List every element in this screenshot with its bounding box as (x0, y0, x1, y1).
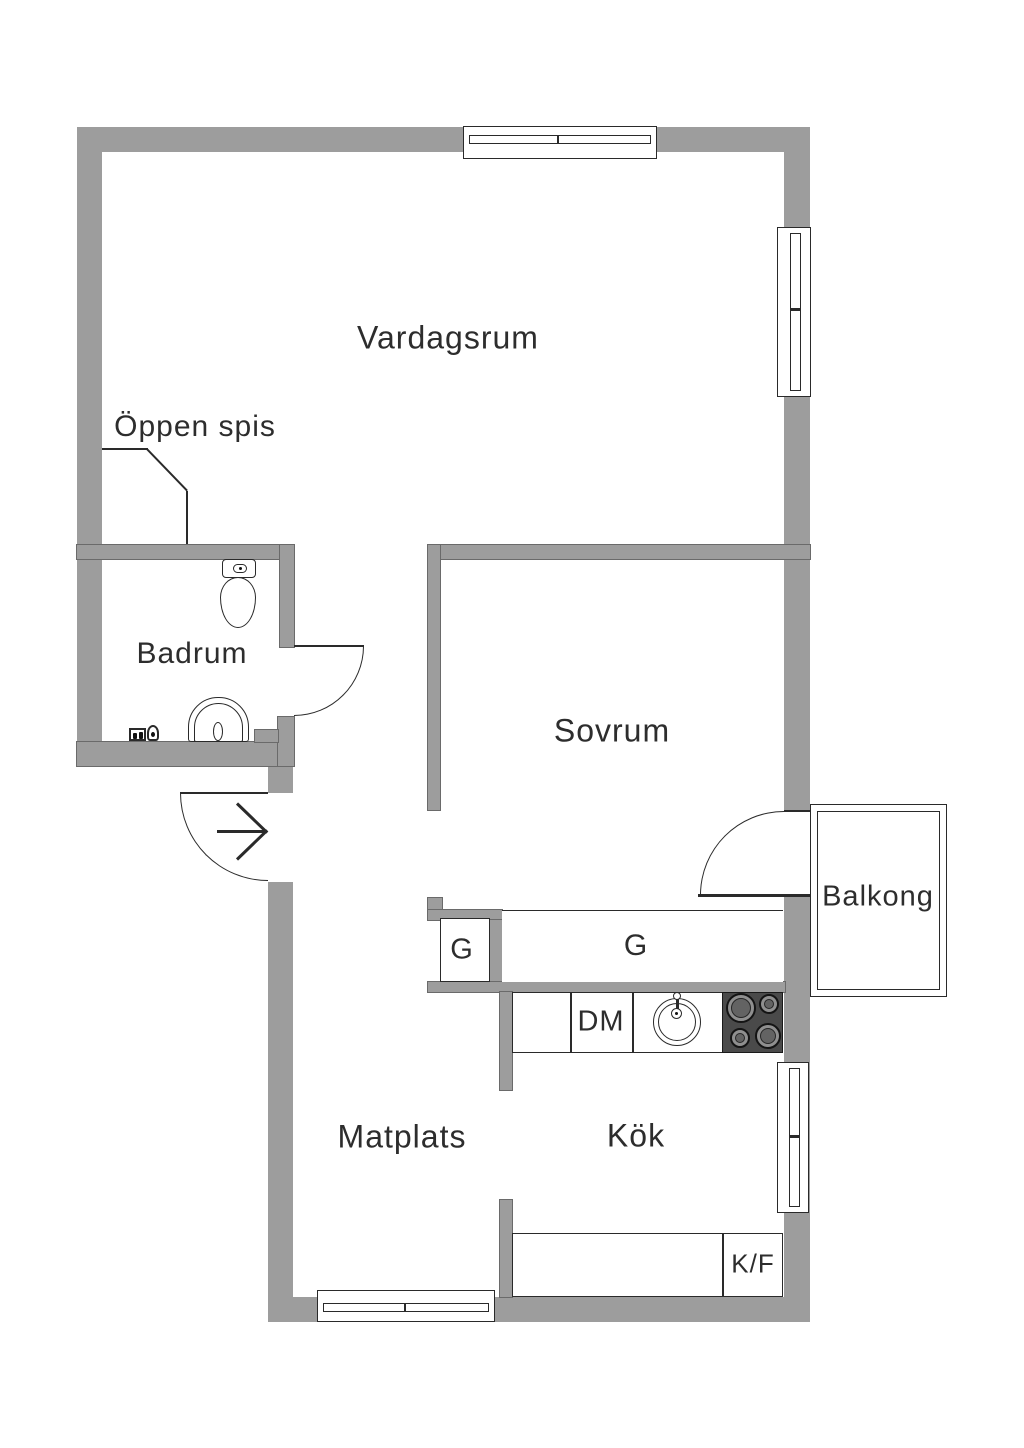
wall-kitchen-stub-upper (500, 992, 512, 1090)
fireplace-icon (102, 448, 148, 450)
kitchen-tap-pipe (676, 996, 679, 1014)
wall-closet-divider (490, 920, 502, 982)
counter-divider (722, 1234, 724, 1296)
stove-burner (755, 1023, 781, 1049)
entry-arrow-icon (217, 830, 265, 833)
room-label-balcony: Balkong (822, 880, 934, 913)
toilet-bowl (220, 577, 256, 628)
window-divider (789, 1135, 800, 1138)
wardrobe-hall (440, 918, 490, 982)
counter-divider (570, 993, 572, 1052)
wall-bathroom-bottom (77, 742, 294, 766)
fixture-label-fridge-freezer: K/F (731, 1248, 775, 1279)
window-sash (469, 135, 651, 144)
bathroom-sink-inner (194, 703, 243, 742)
wall-closet-bottom (428, 982, 785, 992)
wall-bathroom-top (77, 545, 294, 559)
room-label-dining: Matplats (337, 1118, 467, 1155)
counter-divider (632, 993, 634, 1052)
kitchen-tap-base (671, 1008, 682, 1019)
stove-burner (730, 1028, 750, 1048)
fireplace-side (186, 491, 188, 544)
fixture-label-wardrobe-hall: G (450, 933, 474, 966)
toilet-flush-button (233, 564, 247, 573)
fixture-label-dishwasher: DM (577, 1005, 625, 1038)
window-sash (790, 233, 801, 391)
kitchen-counter-lower (512, 1233, 783, 1297)
kitchen-tap-top (673, 992, 681, 1000)
wall-top (77, 127, 810, 152)
entry-door-opening (268, 793, 293, 882)
stove-burner (759, 994, 779, 1014)
door-swing-icon (700, 811, 784, 895)
wall-dining-kitchen (500, 1200, 512, 1297)
balcony-door-opening (784, 812, 810, 895)
wall-left-upper (77, 127, 102, 766)
window-divider (557, 135, 559, 144)
fireplace-diagonal (146, 448, 188, 491)
balcony-door-jamb (784, 810, 810, 812)
window-divider (404, 1303, 406, 1312)
window-sash (789, 1068, 800, 1207)
window-sash (323, 1303, 489, 1312)
stove-burner (726, 993, 756, 1023)
balcony-inner-rail (817, 811, 940, 990)
bathroom-sink-drain (213, 722, 223, 741)
balcony-door-leaf (698, 894, 810, 897)
room-label-kitchen: Kök (606, 1117, 666, 1154)
door-swing-icon (294, 646, 364, 716)
window-divider (790, 308, 801, 311)
room-label-bathroom: Badrum (136, 637, 248, 670)
washer-tap-icon (129, 728, 146, 741)
room-label-living-room: Vardagsrum (357, 319, 539, 356)
wall-closet-stub (428, 898, 442, 910)
wall-bathroom-step (255, 730, 278, 742)
washer-tap-icon (147, 725, 159, 741)
room-label-fireplace: Öppen spis (114, 410, 276, 443)
wall-bedroom-left (428, 545, 440, 810)
wall-bathroom-right (280, 545, 294, 647)
wall-bedroom-top (428, 545, 810, 559)
door-swing-icon (180, 793, 268, 881)
fixture-label-wardrobe-bedroom: G (623, 929, 649, 962)
wall-closet-topbar (428, 910, 502, 920)
room-label-bedroom: Sovrum (553, 712, 671, 749)
wall-bathroom-jamb (278, 717, 294, 766)
wardrobe-bedroom (502, 910, 783, 982)
